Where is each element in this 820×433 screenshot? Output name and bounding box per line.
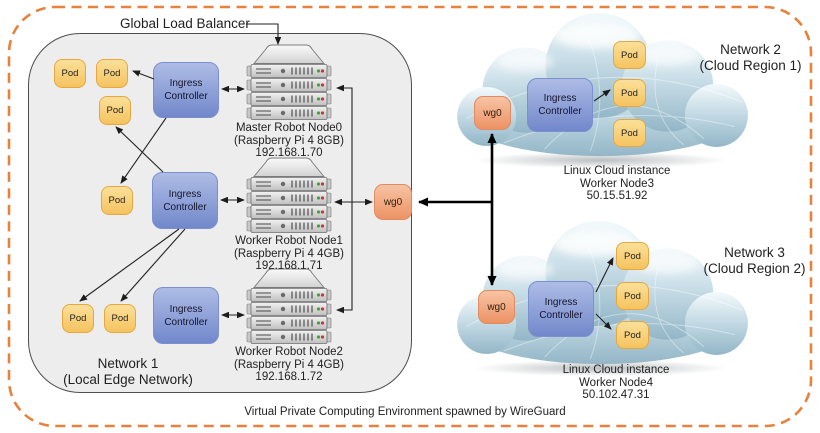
- worker-node4-label: Linux Cloud instance Worker Node4 50.102…: [536, 364, 696, 402]
- node2-label: Worker Robot Node2 (Raspberry Pi 4 4GB) …: [209, 346, 369, 384]
- controller-label: Controller: [539, 310, 583, 321]
- pod: Pod: [54, 59, 86, 88]
- node1-name: Worker Robot Node1: [235, 235, 343, 247]
- network2-title: Network 2 (Cloud Region 1): [688, 42, 813, 73]
- node1-hardware: (Raspberry Pi 4 4GB): [234, 247, 344, 260]
- network3-name: Network 3: [724, 245, 785, 260]
- node1-ip: 192.168.1.71: [255, 260, 323, 272]
- ingress-label: Ingress: [169, 78, 203, 89]
- pod: Pod: [99, 96, 131, 125]
- instance-name: Worker Node3: [580, 177, 654, 190]
- network1-title: Network 1 (Local Edge Network): [43, 356, 213, 387]
- server-worker-node2-icon: [246, 268, 332, 345]
- network2-subtitle: (Cloud Region 1): [699, 57, 802, 73]
- network1-subtitle: (Local Edge Network): [63, 371, 193, 387]
- ingress-label: Ingress: [168, 188, 202, 200]
- ingress-controller: Ingress Controller: [153, 287, 219, 344]
- global-load-balancer-label: Global Load Balancer: [120, 16, 250, 31]
- network3-title: Network 3 (Cloud Region 2): [692, 245, 817, 276]
- instance-type: Linux Cloud instance: [563, 165, 671, 177]
- server-master-node0-icon: [246, 44, 332, 121]
- diagram-caption: Virtual Private Computing Environment sp…: [244, 406, 566, 418]
- server-worker-node1-icon: [246, 157, 332, 234]
- node0-label: Master Robot Node0 (Raspberry Pi 4 8GB) …: [209, 122, 369, 160]
- ingress-label: Ingress: [543, 93, 577, 104]
- node0-hardware: (Raspberry Pi 4 8GB): [234, 134, 344, 147]
- pod: Pod: [613, 119, 646, 147]
- pod: Pod: [96, 59, 128, 88]
- controller-label: Controller: [538, 106, 582, 117]
- node0-name: Master Robot Node0: [235, 122, 343, 134]
- pod: Pod: [616, 321, 649, 349]
- wireguard-wg0-edge: wg0: [374, 184, 412, 220]
- node1-label: Worker Robot Node1 (Raspberry Pi 4 4GB) …: [209, 235, 369, 273]
- pod: Pod: [613, 79, 646, 107]
- network3-subtitle: (Cloud Region 2): [703, 260, 806, 276]
- node0-ip: 192.168.1.70: [255, 147, 323, 159]
- wireguard-wg0-cloud1: wg0: [474, 96, 511, 130]
- ingress-controller: Ingress Controller: [528, 281, 594, 337]
- pod: Pod: [616, 242, 649, 270]
- pod: Pod: [613, 41, 646, 69]
- network2-name: Network 2: [720, 42, 781, 57]
- wireguard-wg0-cloud2: wg0: [478, 290, 515, 324]
- ingress-controller: Ingress Controller: [153, 62, 219, 118]
- worker-node3-label: Linux Cloud instance Worker Node3 50.15.…: [537, 165, 697, 203]
- ingress-label: Ingress: [169, 303, 203, 315]
- instance-ip: 50.15.51.92: [586, 190, 648, 202]
- pod: Pod: [101, 186, 133, 215]
- network1-edge-box: [28, 33, 412, 393]
- network1-name: Network 1: [97, 356, 159, 371]
- controller-label: Controller: [163, 201, 207, 213]
- ingress-label: Ingress: [544, 297, 578, 308]
- network2-cloud: [448, 8, 753, 170]
- ingress-controller: Ingress Controller: [527, 78, 593, 132]
- node2-ip: 192.168.1.72: [255, 371, 323, 383]
- instance-ip: 50.102.47.31: [582, 389, 650, 401]
- ingress-controller: Ingress Controller: [152, 172, 218, 229]
- controller-label: Controller: [164, 316, 208, 328]
- pod: Pod: [62, 304, 94, 333]
- pod: Pod: [616, 282, 649, 310]
- instance-type: Linux Cloud instance: [562, 364, 670, 376]
- controller-label: Controller: [164, 91, 208, 102]
- instance-name: Worker Node4: [579, 376, 653, 389]
- node2-name: Worker Robot Node2: [235, 346, 343, 358]
- node2-hardware: (Raspberry Pi 4 4GB): [234, 358, 344, 371]
- pod: Pod: [104, 304, 136, 333]
